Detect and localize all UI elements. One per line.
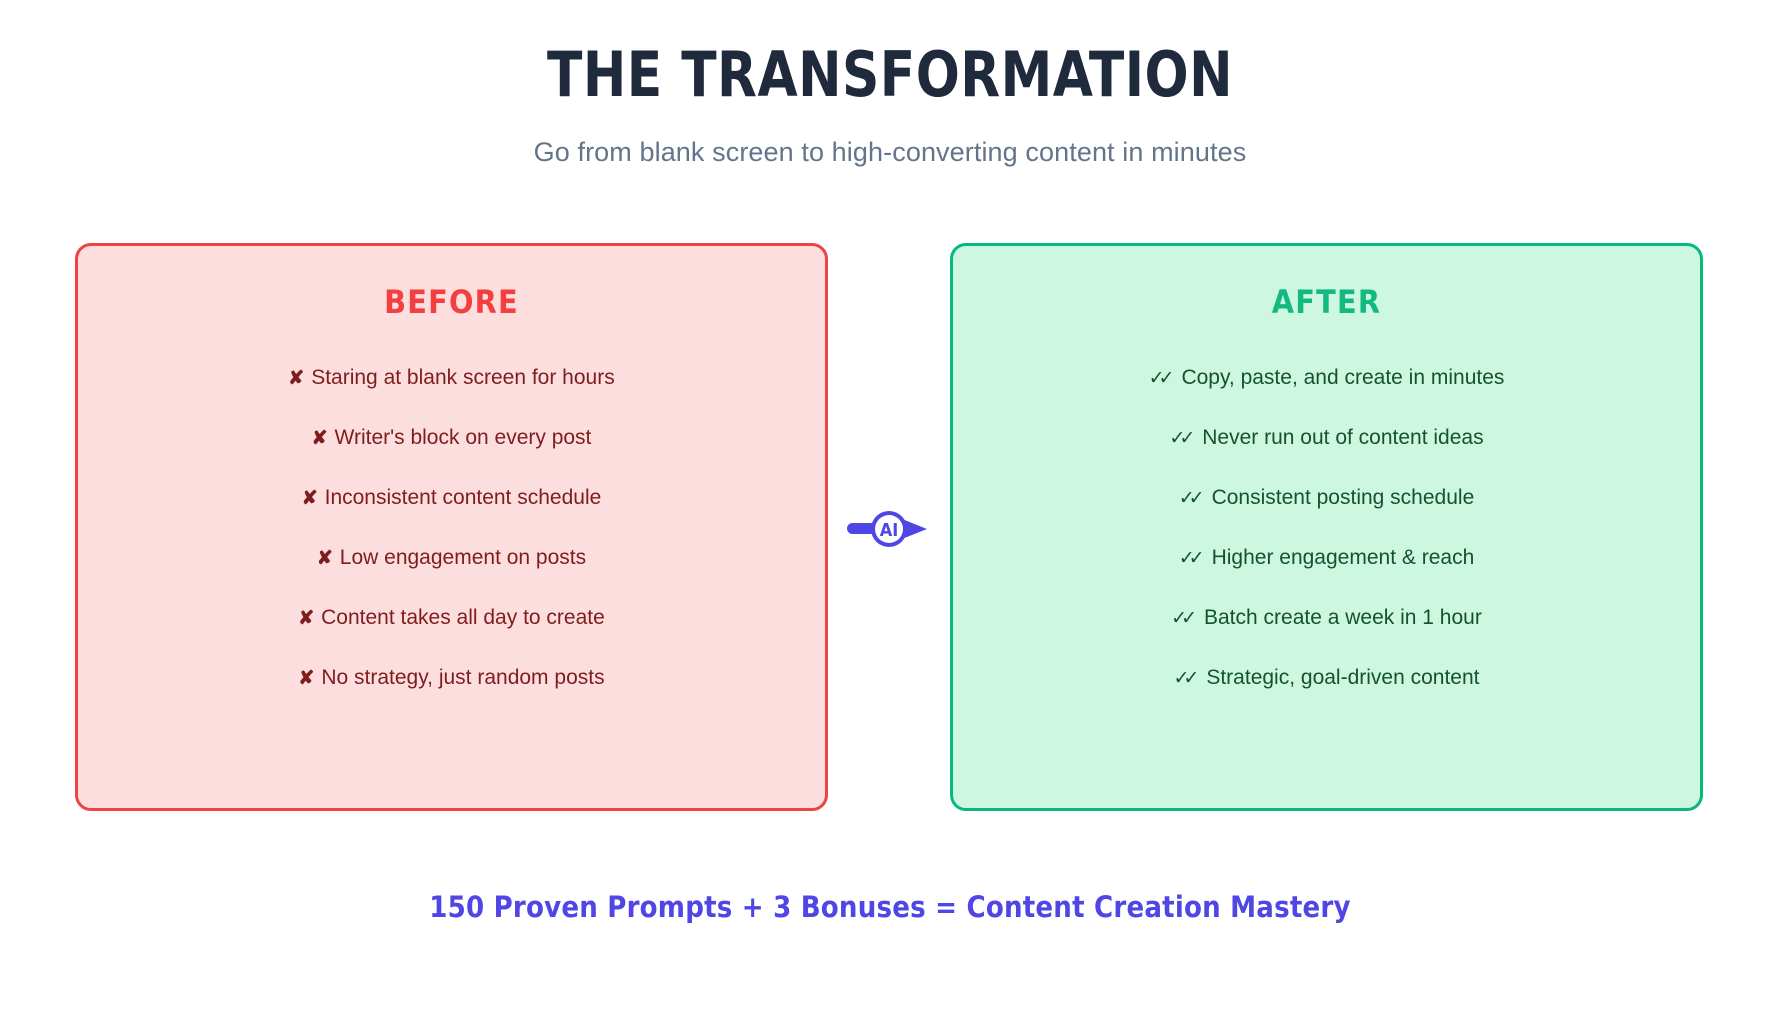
list-item: ✘ Writer's block on every post: [78, 427, 825, 448]
ai-badge-label: AI: [880, 520, 899, 541]
cross-icon: ✘: [288, 368, 305, 389]
list-item-label: Writer's block on every post: [334, 426, 592, 449]
before-list: ✘ Staring at blank screen for hours ✘ Writ…: [78, 321, 825, 688]
before-panel: BEFORE ✘ Staring at blank screen for hour…: [75, 243, 828, 811]
double-check-icon: ✓✓: [1173, 668, 1200, 689]
list-item: ✘ Content takes all day to create: [78, 607, 825, 628]
comparison-panels: BEFORE ✘ Staring at blank screen for hour…: [0, 243, 1780, 815]
list-item: ✘ Low engagement on posts: [78, 547, 825, 568]
list-item-label: Inconsistent content schedule: [324, 486, 602, 509]
list-item-label: Copy, paste, and create in minutes: [1181, 366, 1505, 389]
after-panel: AFTER ✓✓ Copy, paste, and create in minut…: [950, 243, 1703, 811]
double-check-icon: ✓✓: [1148, 368, 1175, 389]
double-check-icon: ✓✓: [1178, 488, 1205, 509]
list-item: ✘ No strategy, just random posts: [78, 667, 825, 688]
double-check-icon: ✓✓: [1171, 608, 1197, 629]
list-item: ✓✓ Consistent posting schedule: [953, 487, 1700, 508]
list-item-label: Batch create a week in 1 hour: [1204, 606, 1482, 629]
list-item-label: Higher engagement & reach: [1211, 546, 1475, 569]
list-item: ✓✓ Strategic, goal-driven content: [953, 667, 1700, 688]
double-check-icon: ✓✓: [1178, 548, 1205, 569]
page-subtitle: Go from blank screen to high-converting …: [533, 137, 1247, 168]
list-item-label: No strategy, just random posts: [321, 666, 605, 689]
list-item: ✓✓ Copy, paste, and create in minutes: [953, 367, 1700, 388]
list-item: ✓✓ Batch create a week in 1 hour: [953, 607, 1700, 628]
list-item-label: Low engagement on posts: [339, 546, 587, 569]
cross-icon: ✘: [298, 668, 315, 689]
list-item: ✘ Staring at blank screen for hours: [78, 367, 825, 388]
ai-arrow-icon: AI: [845, 498, 930, 560]
cross-icon: ✘: [311, 428, 328, 449]
list-item-label: Consistent posting schedule: [1211, 486, 1475, 509]
footer-tagline: 150 Proven Prompts + 3 Bonuses = Content…: [429, 890, 1351, 924]
after-panel-heading: AFTER: [1271, 283, 1382, 321]
list-item-label: Staring at blank screen for hours: [311, 366, 615, 389]
cross-icon: ✘: [298, 608, 315, 629]
list-item-label: Never run out of content ideas: [1202, 426, 1484, 449]
before-panel-heading: BEFORE: [384, 283, 519, 321]
list-item: ✓✓ Higher engagement & reach: [953, 547, 1700, 568]
double-check-icon: ✓✓: [1169, 428, 1195, 449]
list-item-label: Content takes all day to create: [321, 606, 605, 629]
list-item: ✘ Inconsistent content schedule: [78, 487, 825, 508]
footer: 150 Proven Prompts + 3 Bonuses = Content…: [0, 890, 1780, 924]
cross-icon: ✘: [301, 488, 318, 509]
list-item: ✓✓ Never run out of content ideas: [953, 427, 1700, 448]
page-title: THE TRANSFORMATION: [547, 38, 1233, 111]
header: THE TRANSFORMATION Go from blank screen …: [0, 0, 1780, 168]
cross-icon: ✘: [316, 548, 333, 569]
after-list: ✓✓ Copy, paste, and create in minutes ✓✓ N…: [953, 321, 1700, 688]
list-item-label: Strategic, goal-driven content: [1206, 666, 1480, 689]
